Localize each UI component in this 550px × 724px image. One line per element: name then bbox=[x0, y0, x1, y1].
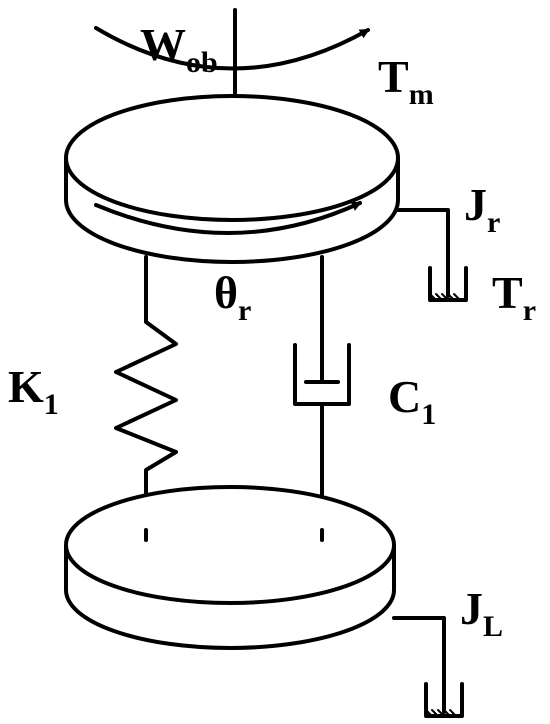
applied-torque-arrow bbox=[94, 26, 370, 71]
lower-disk bbox=[64, 485, 396, 650]
damper bbox=[293, 255, 351, 532]
upper-disk bbox=[64, 94, 400, 264]
lower-damper-ground bbox=[392, 616, 464, 718]
label-tm: Tm bbox=[378, 51, 434, 111]
label-jr: Jr bbox=[464, 179, 500, 239]
label-c1: C1 bbox=[388, 371, 436, 431]
label-tr: Tr bbox=[492, 267, 536, 327]
label-wob: Wob bbox=[140, 19, 218, 79]
label-theta-r: θr bbox=[214, 267, 251, 327]
label-k1: K1 bbox=[8, 361, 59, 421]
upper-damper-ground bbox=[396, 208, 468, 302]
label-jl: JL bbox=[460, 583, 503, 643]
spring bbox=[114, 255, 178, 532]
rotation-arrow bbox=[94, 201, 362, 235]
